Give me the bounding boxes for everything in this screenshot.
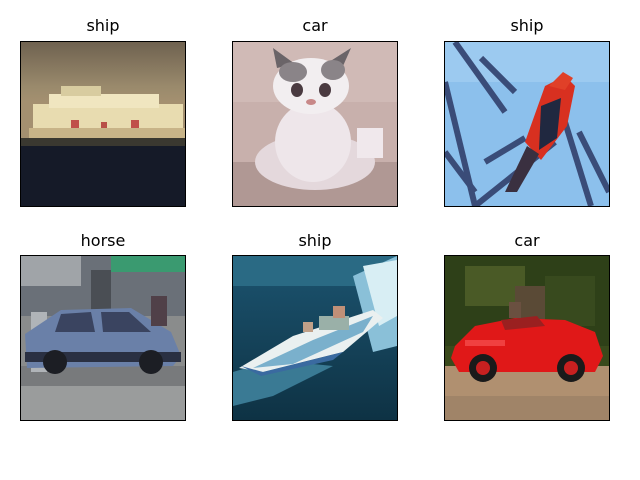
panel-image-red-bird	[444, 41, 610, 207]
panel-image-speedboat	[232, 255, 398, 421]
panel-title: ship	[298, 231, 332, 250]
panel-title: ship	[510, 16, 544, 35]
panel-image-kitten	[232, 41, 398, 207]
panel-title: car	[514, 231, 540, 250]
panel-image-red-convertible	[444, 255, 610, 421]
panel-image-ship-sunset	[20, 41, 186, 207]
panel-title: ship	[86, 16, 120, 35]
panel-image-street-car	[20, 255, 186, 421]
panel-title: horse	[80, 231, 126, 250]
panel-title: car	[302, 16, 328, 35]
